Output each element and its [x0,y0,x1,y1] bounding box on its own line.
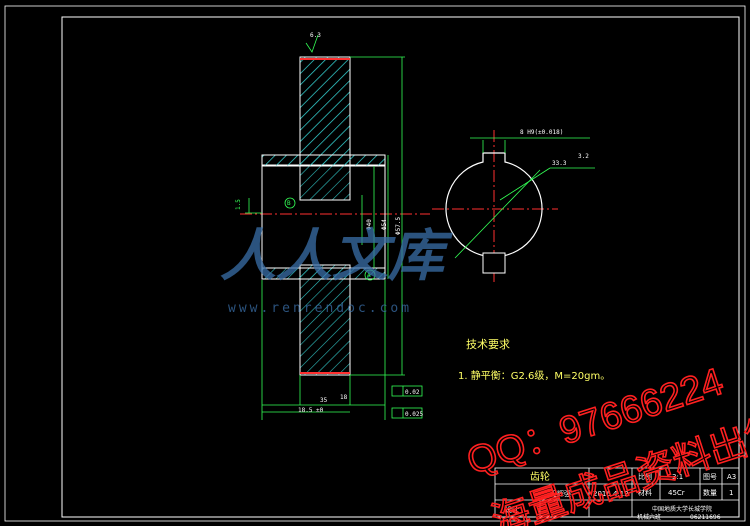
dia-2: Φ54 [381,219,388,230]
dimension-lines [245,34,423,420]
designer-name: 王辉强 [550,490,571,498]
tech-requirements-line1: 1. 静平衡：G2.6级，M=20gm。 [458,369,610,382]
watermark-logo: 人人文库 www.renrendoc.com [220,223,453,316]
inner-frame [61,16,740,518]
title-block [494,467,740,518]
school: 中国地质大学长城学院 [652,505,712,513]
class: 机械六班 [637,513,661,521]
watermark-logo-text: 人人文库 [220,223,453,289]
dia-3: Φ57.5 [395,217,402,235]
dim-total: 18.5 ±0 [298,407,324,414]
drawing-no-value: A3 [727,473,736,481]
material-label: 材料 [638,488,652,497]
student-id: 06211696 [690,514,721,521]
key-depth-label: 33.3 [552,160,567,167]
material-value: 45Cr [668,489,685,497]
dia-1: Φ40 [366,219,373,230]
tech-requirements-title: 技术要求 [466,338,510,351]
gear-section [261,56,386,376]
quantity-value: 1 [729,489,733,497]
outer-frame [4,5,746,522]
datum-a-label: A [367,272,371,279]
dim-bottom-1: 35 [320,397,328,404]
scale-value: 3:1 [672,473,683,481]
date: 2016.4.12 [593,490,629,498]
tol-runout-1: 0.02 [405,389,420,396]
left-tol-label: 1.5 [235,199,242,210]
roughness-section-label: 3.2 [578,153,589,160]
tol-runout-2: 0.025 [405,411,423,418]
key-width-label: 8 H9(±0.018) [520,129,563,136]
section-view: 8 H9(±0.018) 33.3 3.2 [445,129,595,274]
dim-bottom-2: 18 [340,394,348,401]
designer-label: 设计 [505,505,519,514]
part-name: 齿轮 [530,470,550,483]
drawing-no-label: 图号 [703,473,717,481]
watermark-site: www.renrendoc.com [228,301,412,316]
watermark-red: QQ：97666224 海量成品资料出售！ [461,360,750,526]
datum-b-label: B [287,200,291,207]
scale-label: 比例 [638,472,652,481]
roughness-top-label: 6.3 [310,32,321,39]
quantity-label: 数量 [703,488,717,497]
